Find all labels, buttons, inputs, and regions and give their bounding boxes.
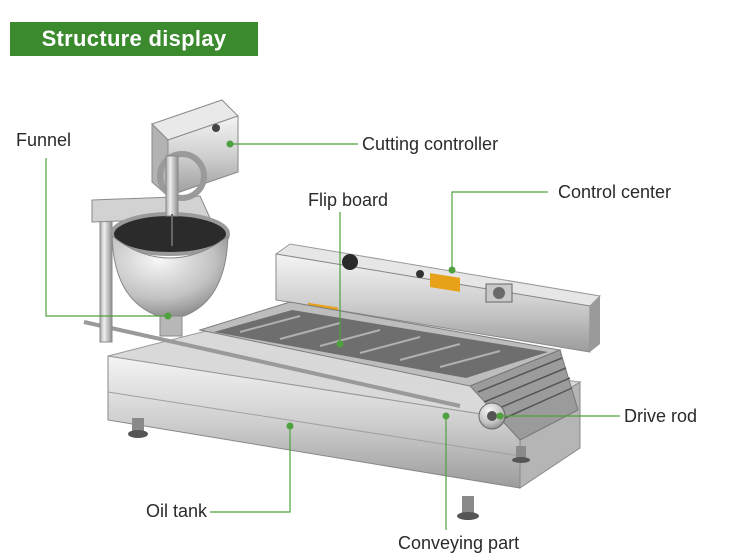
front-rod	[83, 320, 461, 408]
leader-lines	[45, 143, 620, 530]
title-banner: Structure display	[10, 22, 258, 56]
label-conveying-part: Conveying part	[398, 533, 520, 553]
label-drive-rod: Drive rod	[624, 406, 698, 426]
conveyor-frame	[198, 301, 579, 441]
label-oil-tank: Oil tank	[146, 501, 208, 521]
label-cutting-controller: Cutting controller	[362, 134, 499, 154]
funnel-assembly	[91, 99, 239, 343]
label-funnel: Funnel	[16, 130, 72, 150]
banner-title: Structure display	[41, 26, 227, 51]
label-control-center: Control center	[558, 182, 672, 202]
label-flip-board: Flip board	[308, 190, 389, 210]
leader-dots	[164, 140, 504, 430]
